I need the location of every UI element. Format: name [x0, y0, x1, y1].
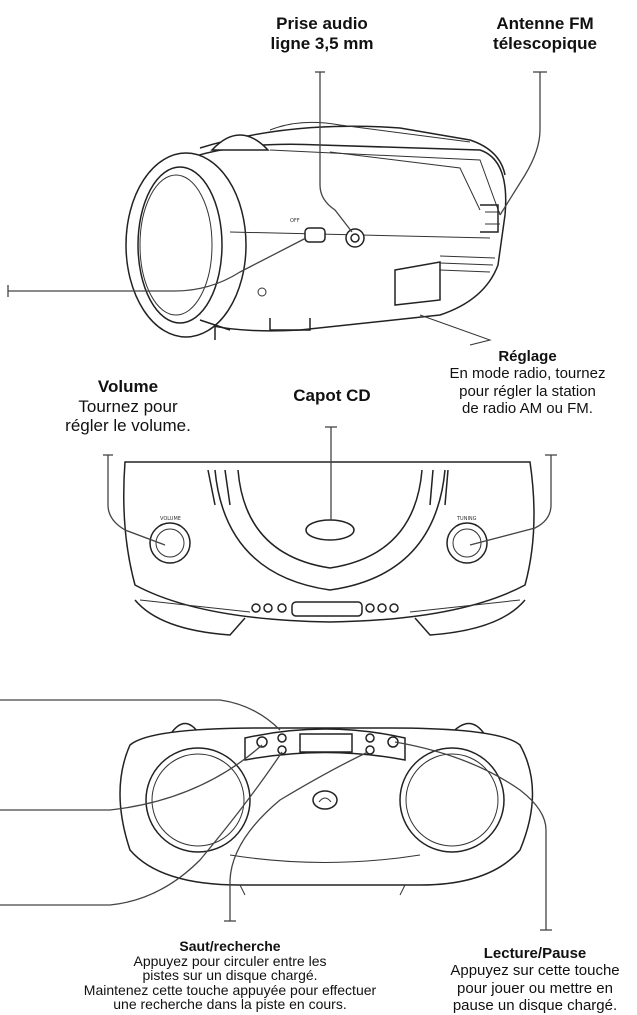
- skip-search-label: Saut/recherche Appuyez pour circuler ent…: [20, 938, 440, 1011]
- volume-desc-line1: Tournez pour: [28, 397, 228, 417]
- side-view-drawing: OFF: [126, 122, 506, 345]
- volume-title: Volume: [28, 377, 228, 397]
- front-view-drawing: [120, 724, 533, 896]
- tuning-desc-line1: En mode radio, tournez: [420, 365, 635, 382]
- cd-lid-title: Capot CD: [262, 386, 402, 406]
- fm-antenna-label: Antenne FM télescopique: [465, 14, 625, 53]
- play-pause-desc-line2: pour jouer ou mettre en: [420, 980, 637, 997]
- volume-label: Volume Tournez pour régler le volume.: [28, 377, 228, 436]
- svg-text:VOLUME: VOLUME: [160, 516, 181, 522]
- tuning-desc-line2: pour régler la station: [420, 383, 635, 400]
- svg-text:TUNING: TUNING: [456, 516, 477, 522]
- cd-lid-label: Capot CD: [262, 386, 402, 406]
- audio-jack-title-line1: Prise audio: [252, 14, 392, 34]
- tuning-label: Réglage En mode radio, tournez pour régl…: [420, 348, 635, 417]
- skip-search-desc-line3: Maintenez cette touche appuyée pour effe…: [20, 983, 440, 997]
- play-pause-desc-line3: pause un disque chargé.: [420, 997, 637, 1014]
- skip-search-desc-line1: Appuyez pour circuler entre les: [20, 954, 440, 968]
- top-view-drawing: VOLUME TUNING: [124, 462, 534, 635]
- tuning-desc-line3: de radio AM ou FM.: [420, 400, 635, 417]
- audio-jack-label: Prise audio ligne 3,5 mm: [252, 14, 392, 53]
- volume-desc-line2: régler le volume.: [28, 416, 228, 436]
- svg-text:OFF: OFF: [290, 218, 300, 224]
- play-pause-title: Lecture/Pause: [420, 945, 637, 962]
- tuning-title: Réglage: [420, 348, 635, 365]
- play-pause-desc-line1: Appuyez sur cette touche: [420, 962, 637, 979]
- skip-search-desc-line2: pistes sur un disque chargé.: [20, 968, 440, 982]
- play-pause-label: Lecture/Pause Appuyez sur cette touche p…: [420, 945, 637, 1014]
- fm-antenna-title-line2: télescopique: [465, 34, 625, 54]
- skip-search-desc-line4: une recherche dans la piste en cours.: [20, 997, 440, 1011]
- audio-jack-title-line2: ligne 3,5 mm: [252, 34, 392, 54]
- fm-antenna-title-line1: Antenne FM: [465, 14, 625, 34]
- skip-search-title: Saut/recherche: [20, 938, 440, 954]
